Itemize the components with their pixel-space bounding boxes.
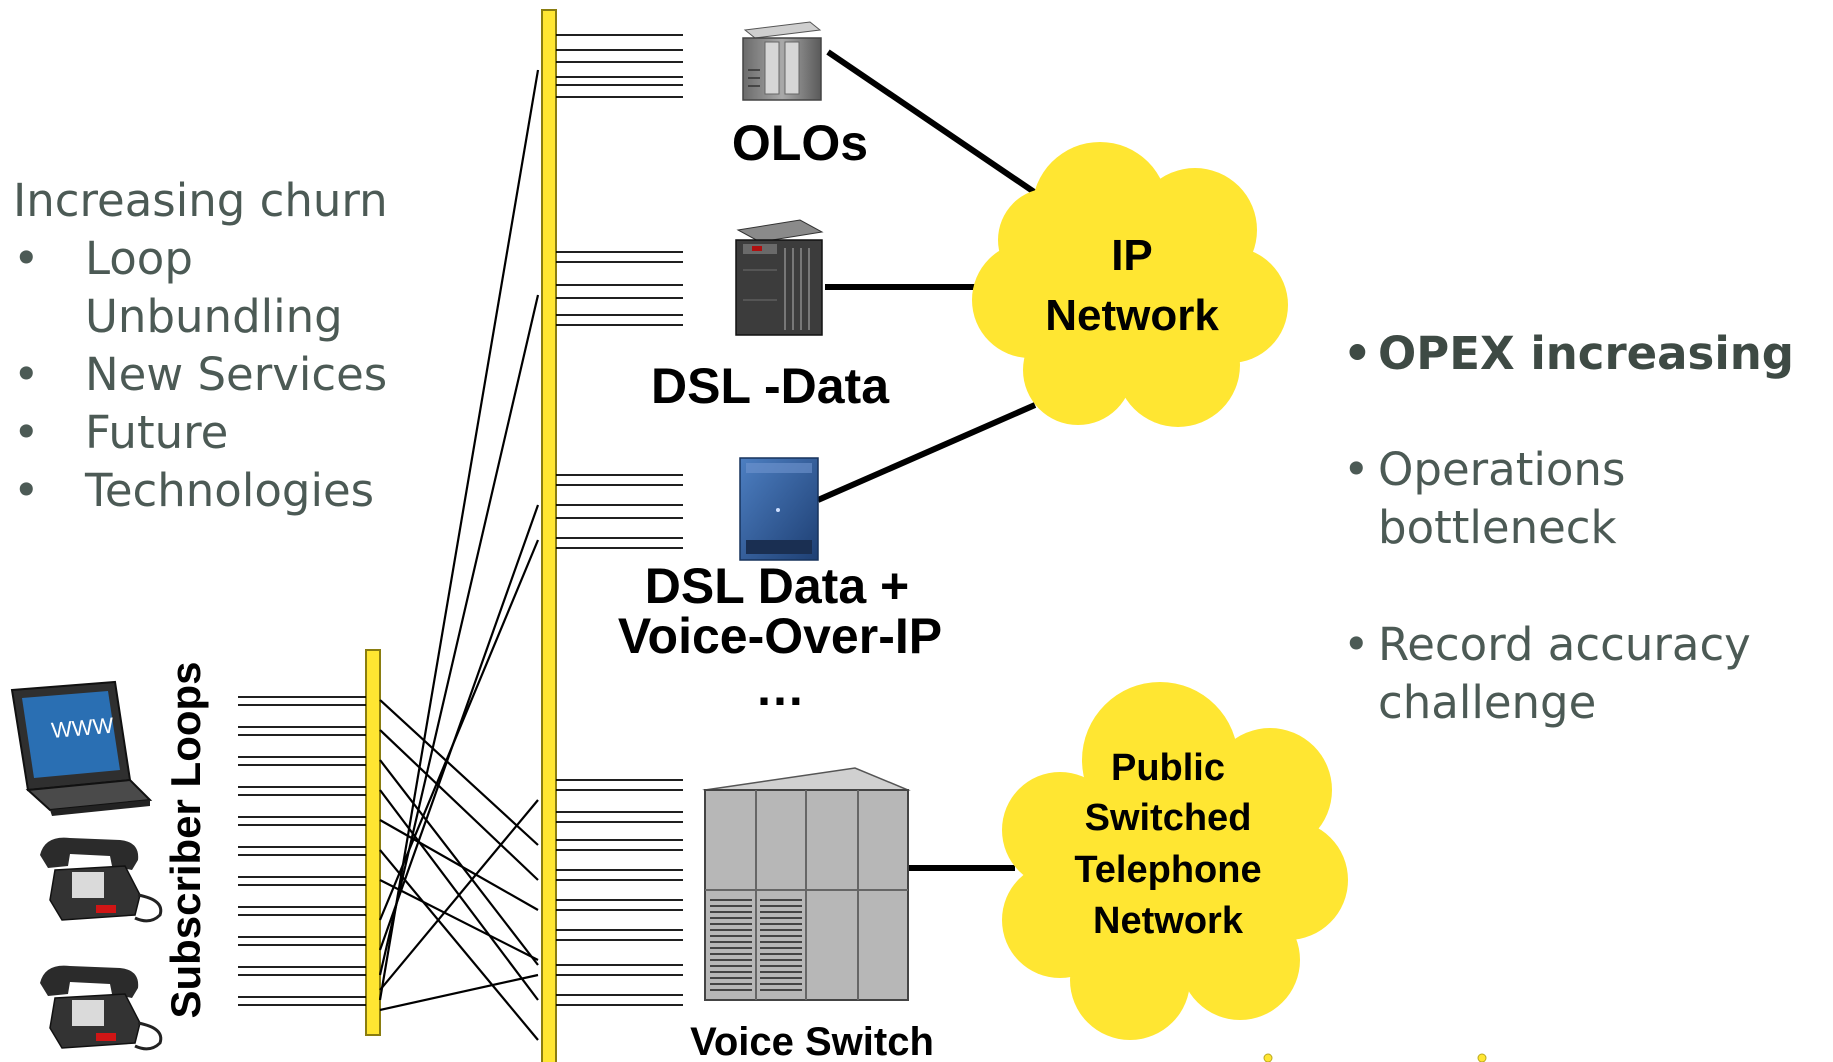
- ip-cloud-label-line2: Network: [1045, 291, 1219, 340]
- churn-bullet-item: • Technologies: [13, 462, 388, 520]
- olo-server: [742, 21, 822, 101]
- dsl-voip-device: [739, 457, 819, 561]
- ip-network-cloud: IP Network: [972, 142, 1288, 427]
- phone-icon: [40, 837, 163, 923]
- bullet-dot: •: [1343, 443, 1370, 496]
- record-text-line2: challenge: [1378, 676, 1597, 729]
- record-bullet: •Record accuracy challenge: [1343, 616, 1751, 732]
- bullet-dot: •: [13, 464, 40, 517]
- opex-bullet-item: •OPEX increasing: [1343, 325, 1794, 383]
- dsl-data-server: [735, 219, 824, 336]
- churn-bullet-item: • Loop: [13, 230, 388, 288]
- cross-connect-wire: [379, 849, 539, 1041]
- pstn-cloud: Public Switched Telephone Network: [1002, 682, 1348, 1040]
- bullet-dot: •: [1343, 618, 1370, 671]
- voice-switch: [702, 767, 911, 1001]
- dsl-voip-label-line1: DSL Data +: [645, 558, 909, 614]
- operations-bullet: •Operations bottleneck: [1343, 441, 1625, 557]
- cross-connect-wire: [379, 819, 539, 911]
- churn-heading: Increasing churn: [13, 174, 388, 227]
- bullet-dot: •: [13, 348, 40, 401]
- cross-connect-wire: [379, 799, 539, 991]
- churn-item-continuation: Unbundling: [13, 288, 388, 346]
- churn-item-text: Technologies: [85, 464, 375, 517]
- laptop-screen-text: WWW: [50, 713, 114, 743]
- cross-connect-wire: [379, 699, 539, 846]
- main-distribution-frame: [541, 9, 557, 1062]
- subscriber-frame: [365, 649, 381, 1036]
- cross-connect-wire: [378, 69, 540, 1001]
- terminal-ticks: [238, 34, 683, 1006]
- operations-bullet-item: •Operations: [1343, 441, 1625, 499]
- laptop-icon: WWW: [10, 680, 153, 816]
- cross-connect-wire: [379, 973, 539, 1012]
- voice-switch-label: Voice Switch: [690, 1020, 934, 1062]
- cross-connect-wire: [378, 539, 540, 921]
- dsl-voip-label-line2: Voice-Over-IP: [618, 608, 942, 664]
- decorative-dots: [1263, 1053, 1487, 1062]
- dsl-data-label: DSL -Data: [651, 358, 890, 414]
- record-bullet-item: •Record accuracy: [1343, 616, 1751, 674]
- churn-item-text: Loop: [85, 232, 193, 285]
- cross-connect-wire: [378, 294, 540, 976]
- churn-bullet-item: • New Services: [13, 346, 388, 404]
- bullet-dot: •: [13, 406, 40, 459]
- pstn-label-line2: Switched: [1085, 797, 1252, 839]
- operations-text-line2: bottleneck: [1378, 501, 1617, 554]
- cross-connect-wire: [379, 759, 539, 966]
- churn-item-text: Unbundling: [85, 290, 343, 343]
- cross-connect-wire: [379, 879, 539, 961]
- cross-connect-wires: [378, 69, 540, 1041]
- subscriber-loops-label: Subscriber Loops: [162, 661, 209, 1018]
- phone-icon: [40, 965, 163, 1051]
- pstn-label-line1: Public: [1111, 747, 1225, 789]
- bullet-dot: •: [1343, 327, 1372, 380]
- uplink-lines: [816, 49, 1045, 871]
- operations-continuation: bottleneck: [1343, 499, 1625, 557]
- bullet-dot: •: [13, 232, 40, 285]
- pstn-label-line3: Telephone: [1074, 849, 1261, 891]
- ellipsis-label: …: [755, 660, 805, 716]
- opex-text: OPEX increasing: [1378, 327, 1795, 380]
- churn-bullet-item: • Future: [13, 404, 388, 462]
- record-continuation: challenge: [1343, 674, 1751, 732]
- churn-item-text: New Services: [85, 348, 388, 401]
- operations-text-line1: Operations: [1378, 443, 1626, 496]
- churn-item-text: Future: [85, 406, 229, 459]
- olos-label: OLOs: [732, 115, 868, 171]
- ip-cloud-label-line1: IP: [1111, 231, 1153, 280]
- opex-bullet: •OPEX increasing: [1343, 325, 1794, 383]
- churn-text-block: Increasing churn • Loop Unbundling • New S…: [13, 172, 388, 520]
- pstn-label-line4: Network: [1093, 900, 1244, 942]
- cross-connect-wire: [379, 729, 539, 881]
- record-text-line1: Record accuracy: [1378, 618, 1751, 671]
